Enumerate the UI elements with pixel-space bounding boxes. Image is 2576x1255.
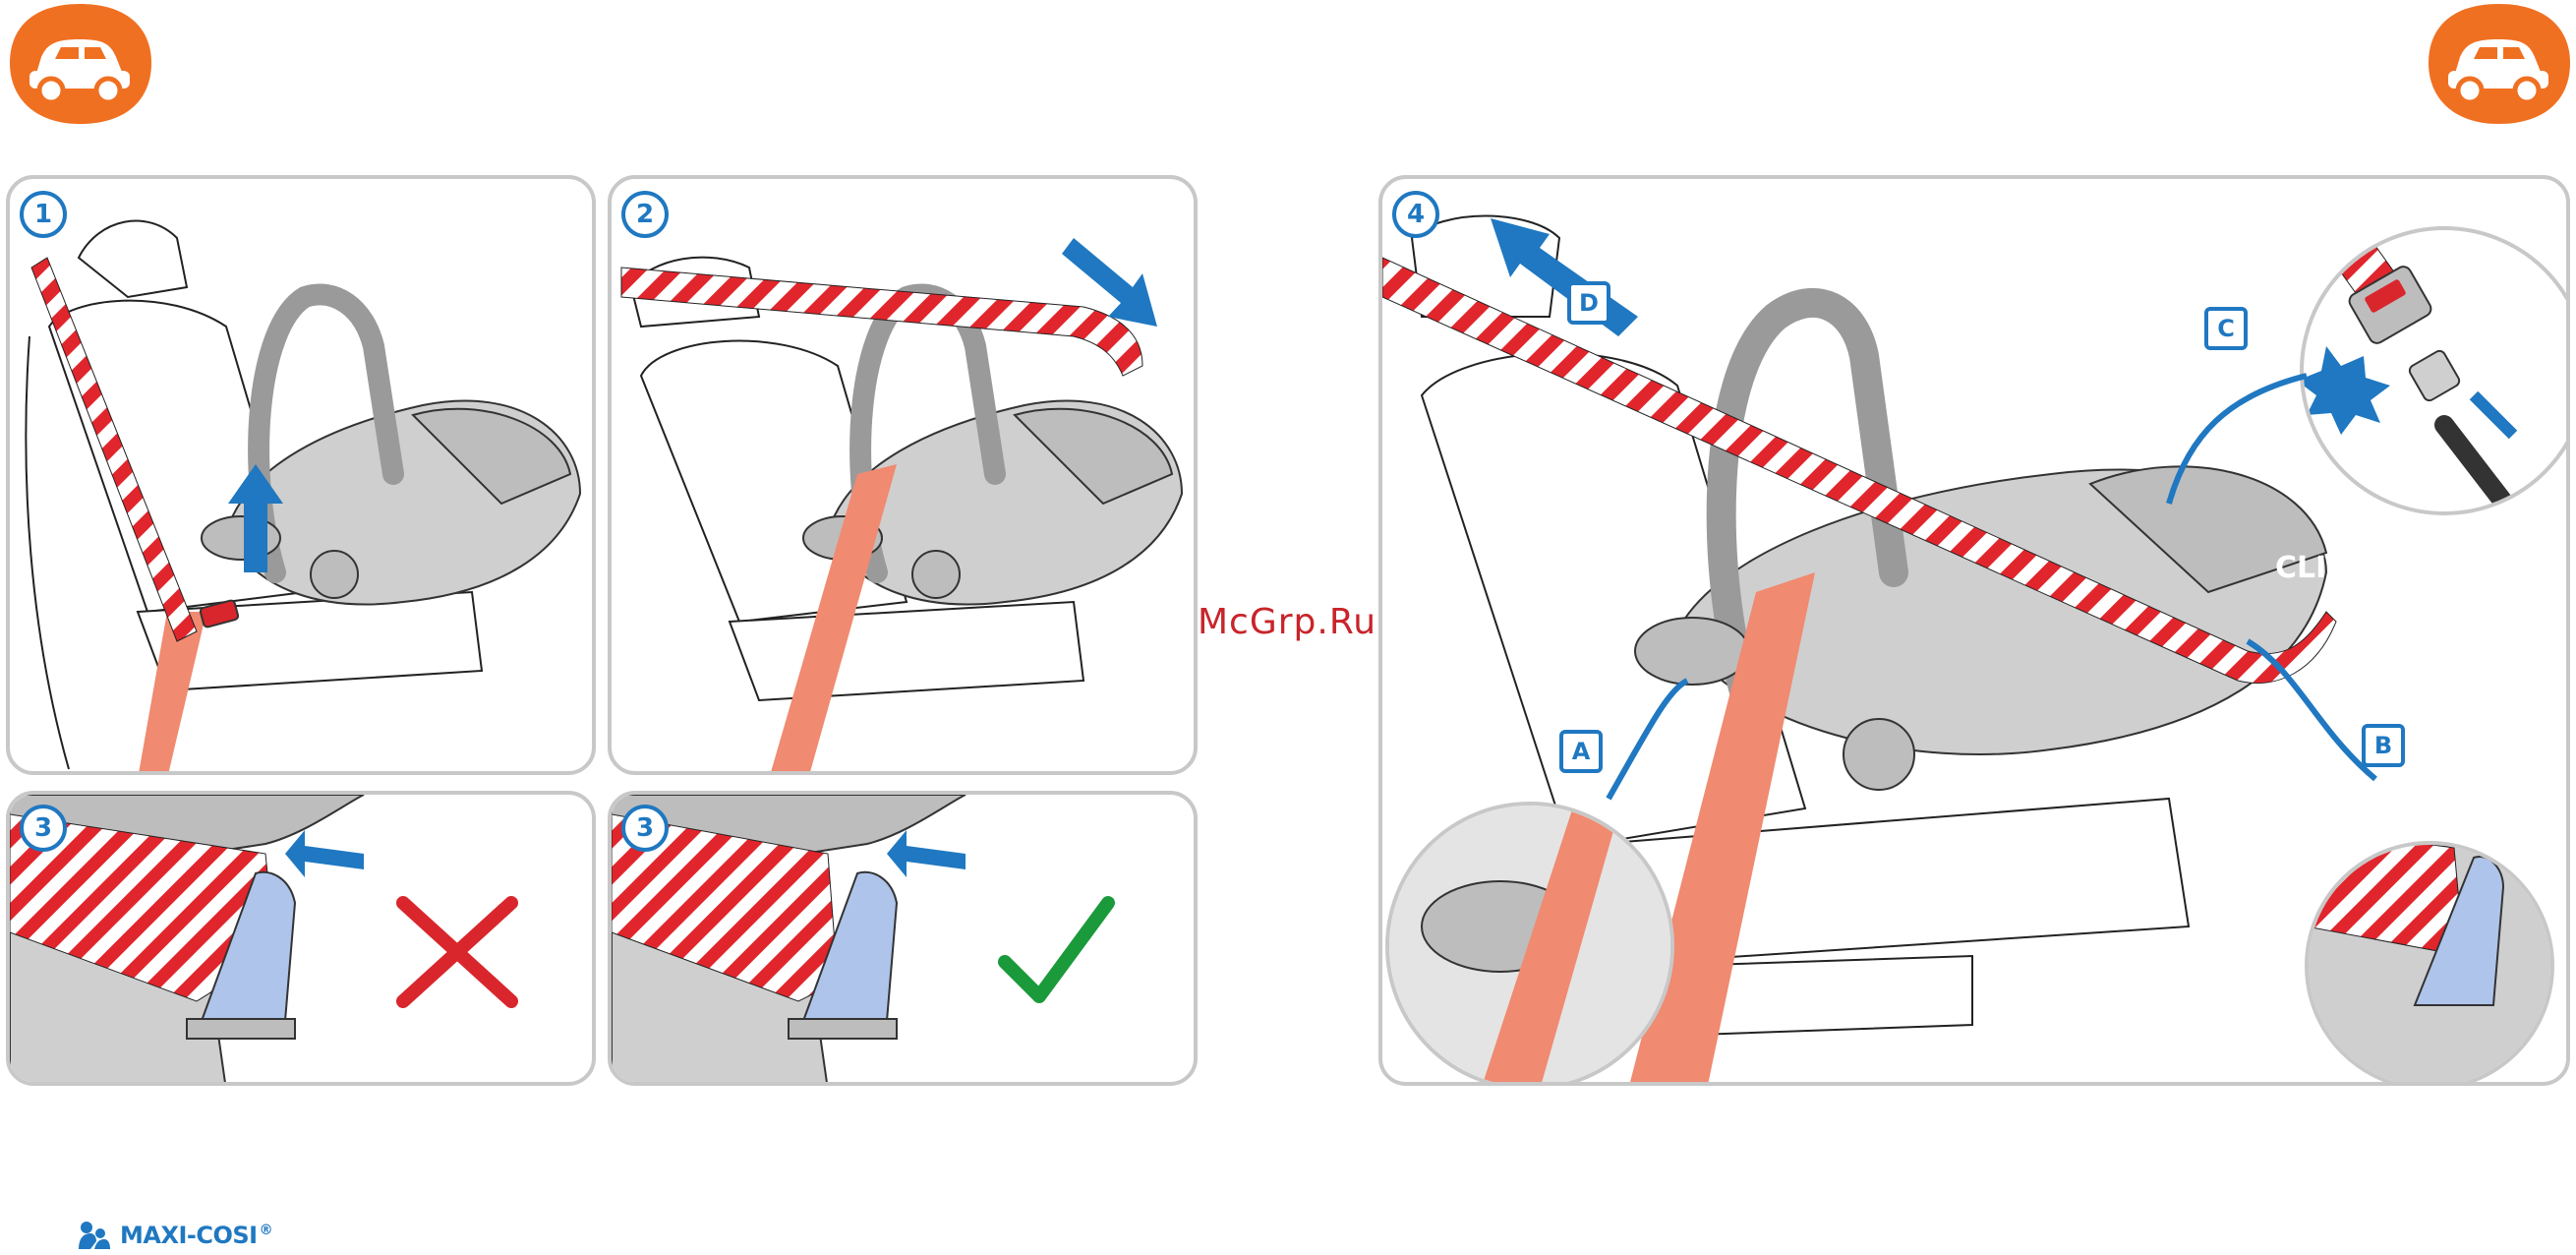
step-3-wrong-illustration: [10, 795, 518, 1082]
click-label: CLICK: [2275, 551, 2371, 585]
step-number: 4: [1392, 191, 1439, 238]
step-3-wrong-panel: 3: [6, 791, 596, 1086]
step-number: 3: [20, 805, 67, 852]
label-c: C: [2204, 307, 2248, 350]
label-a: A: [1559, 730, 1603, 773]
checkmark-icon: [998, 896, 1115, 1003]
step-1-illustration: [25, 219, 582, 771]
label-d: D: [1567, 281, 1610, 325]
step-number: 3: [621, 805, 669, 852]
brand-trademark: ®: [259, 1223, 273, 1238]
step-3-right-panel: 3: [608, 791, 1198, 1086]
cross-icon: [396, 896, 518, 1008]
step-2-panel: 2: [608, 175, 1198, 775]
brand-name: MAXI-COSI: [120, 1222, 258, 1249]
brand-logo: MAXI-COSI ®: [77, 1216, 273, 1255]
car-icon: [2429, 4, 2570, 124]
mother-child-logo-icon: [79, 1222, 110, 1249]
car-badge-right: [2425, 0, 2572, 128]
watermark: McGrp.Ru: [1198, 602, 1377, 642]
car-icon: [10, 4, 151, 124]
step-number: 2: [621, 191, 669, 238]
step-4-illustration: [1382, 214, 2566, 1082]
step-1-panel: 1: [6, 175, 596, 775]
label-b: B: [2362, 724, 2405, 767]
step-number: 1: [20, 191, 67, 238]
step-3-right-illustration: [612, 795, 1115, 1082]
step-2-illustration: [620, 238, 1184, 771]
car-badge-left: [6, 0, 153, 128]
step-4-panel: 4: [1378, 175, 2570, 1086]
